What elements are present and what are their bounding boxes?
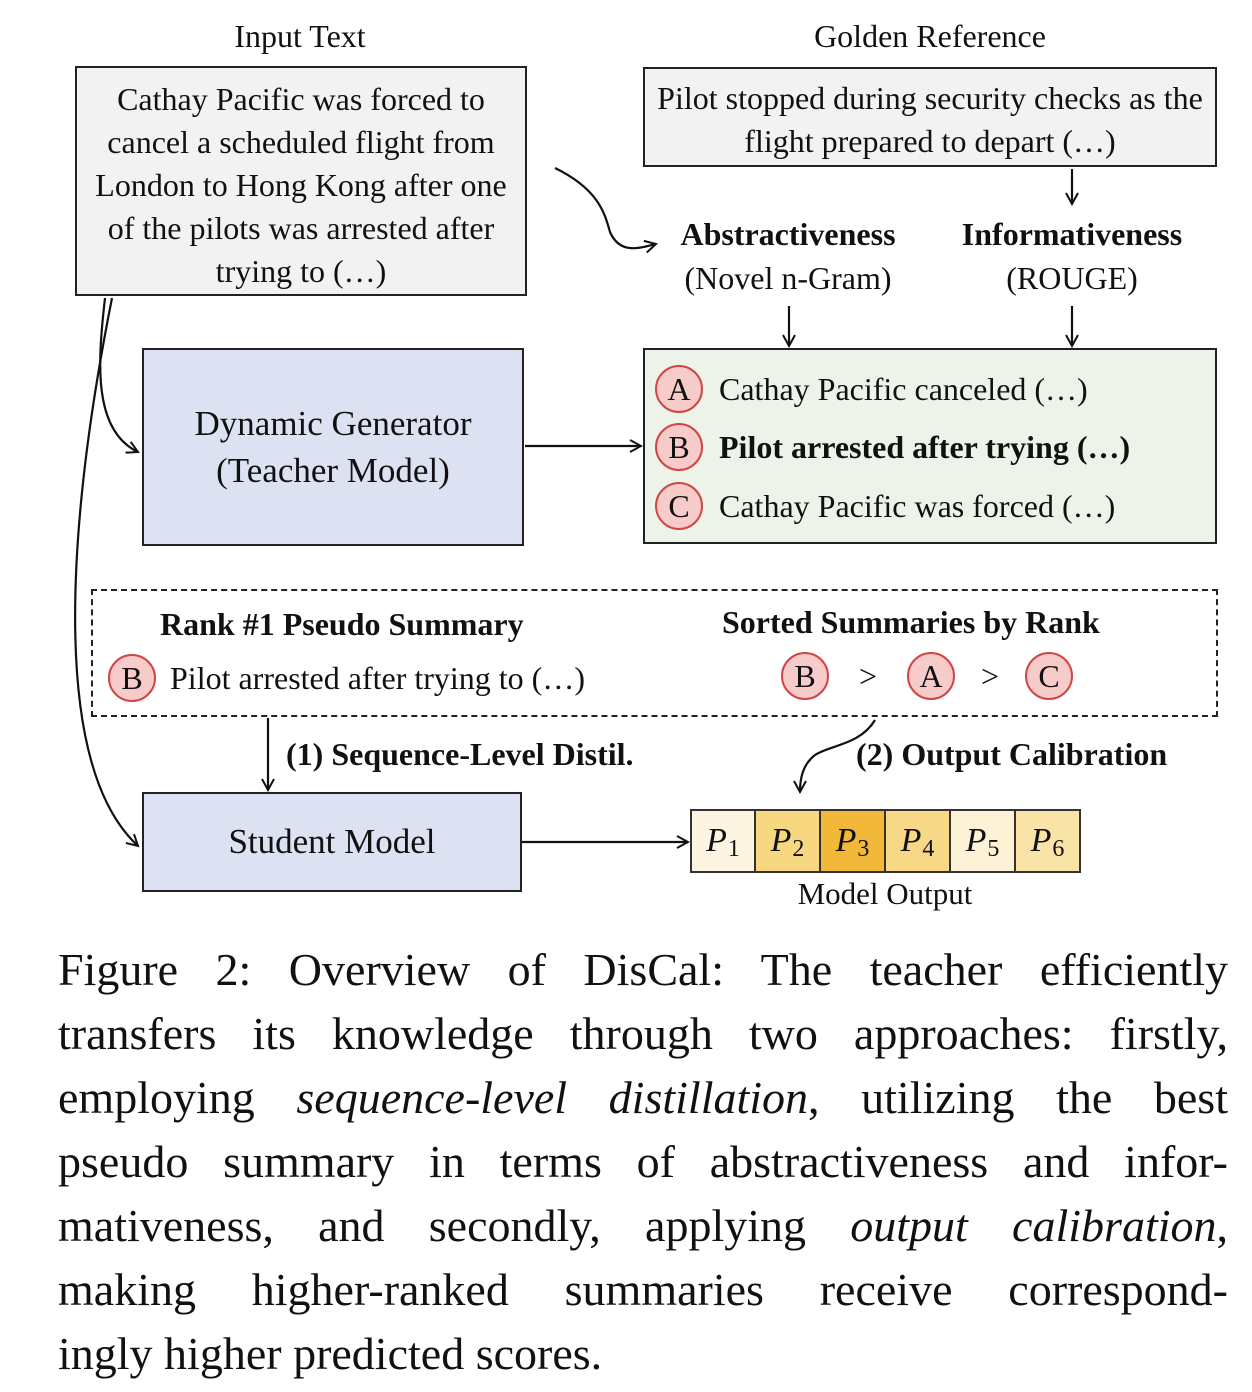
caption-line: mativeness, and secondly, applying outpu… xyxy=(58,1200,1228,1251)
golden-title: Golden Reference xyxy=(814,18,1046,54)
candidate-row-c: C Cathay Pacific was forced (…) xyxy=(655,481,1115,531)
candidate-badge-c: C xyxy=(655,482,703,530)
rank-row: B Pilot arrested after trying to (…) xyxy=(108,654,585,702)
input-text-box: Cathay Pacific was forced to cancel a sc… xyxy=(75,66,527,296)
step-distil-label: (1) Sequence-Level Distil. xyxy=(286,736,634,772)
input-title: Input Text xyxy=(234,18,366,54)
sorted-separator-2: > xyxy=(980,657,1000,694)
sorted-badge-1: B xyxy=(781,652,829,700)
caption-line: transfers its knowledge through two appr… xyxy=(58,1008,1228,1059)
candidate-badge-a: A xyxy=(655,365,703,413)
arrow-input-to-student xyxy=(74,297,138,846)
model-output-label: Model Output xyxy=(797,876,973,911)
candidate-text-a: Cathay Pacific canceled (…) xyxy=(719,370,1088,407)
sorted-title: Sorted Summaries by Rank xyxy=(722,604,1100,640)
student-model-box: Student Model xyxy=(142,792,522,892)
teacher-model-box: Dynamic Generator (Teacher Model) xyxy=(142,348,524,546)
ranking-box xyxy=(91,589,1218,717)
caption-line: pseudo summary in terms of abstractivene… xyxy=(58,1136,1228,1187)
sorted-order: B > A > C xyxy=(781,652,1073,700)
sorted-badge-2: A xyxy=(907,652,955,700)
candidate-row-a: A Cathay Pacific canceled (…) xyxy=(655,364,1088,414)
step-calibration-label: (2) Output Calibration xyxy=(856,736,1168,772)
rank-text: Pilot arrested after trying to (…) xyxy=(170,659,585,696)
caption-line: making higher-ranked summaries receive c… xyxy=(58,1264,1228,1315)
rank-title: Rank #1 Pseudo Summary xyxy=(160,606,524,642)
golden-reference-box: Pilot stopped during security checks as … xyxy=(643,67,1217,167)
caption-line: employing sequence-level distillation, u… xyxy=(58,1072,1228,1123)
student-label: Student Model xyxy=(228,822,436,861)
golden-text: Pilot stopped during security checks as … xyxy=(657,80,1203,159)
candidate-row-b: B Pilot arrested after trying (…) xyxy=(655,422,1130,472)
sorted-badge-3: C xyxy=(1025,652,1073,700)
informativeness-label: Informativeness xyxy=(961,216,1183,252)
informativeness-sublabel: (ROUGE) xyxy=(1006,260,1138,296)
input-text: Cathay Pacific was forced to cancel a sc… xyxy=(95,81,507,289)
candidate-summaries-box: A Cathay Pacific canceled (…) B Pilot ar… xyxy=(643,348,1217,544)
teacher-line1: Dynamic Generator xyxy=(194,404,472,443)
abstractiveness-label: Abstractiveness xyxy=(680,216,896,252)
candidate-text-c: Cathay Pacific was forced (…) xyxy=(719,487,1116,524)
abstractiveness-sublabel: (Novel n-Gram) xyxy=(684,260,892,296)
caption-line: ingly higher predicted scores. xyxy=(58,1328,603,1379)
candidate-badge-b: B xyxy=(655,423,703,471)
sorted-separator-1: > xyxy=(858,657,878,694)
caption-line: Figure 2: Overview of DisCal: The teache… xyxy=(58,944,1228,995)
arrow-input-to-teacher xyxy=(99,297,138,452)
teacher-line2: (Teacher Model) xyxy=(216,451,450,490)
figure-caption: Figure 2: Overview of DisCal: The teache… xyxy=(58,938,1228,1386)
candidate-text-b: Pilot arrested after trying (…) xyxy=(719,428,1131,465)
arrow-sorted-to-output xyxy=(800,719,876,792)
arrow-input-to-abstractiveness xyxy=(554,167,656,248)
rank-badge: B xyxy=(108,654,156,702)
